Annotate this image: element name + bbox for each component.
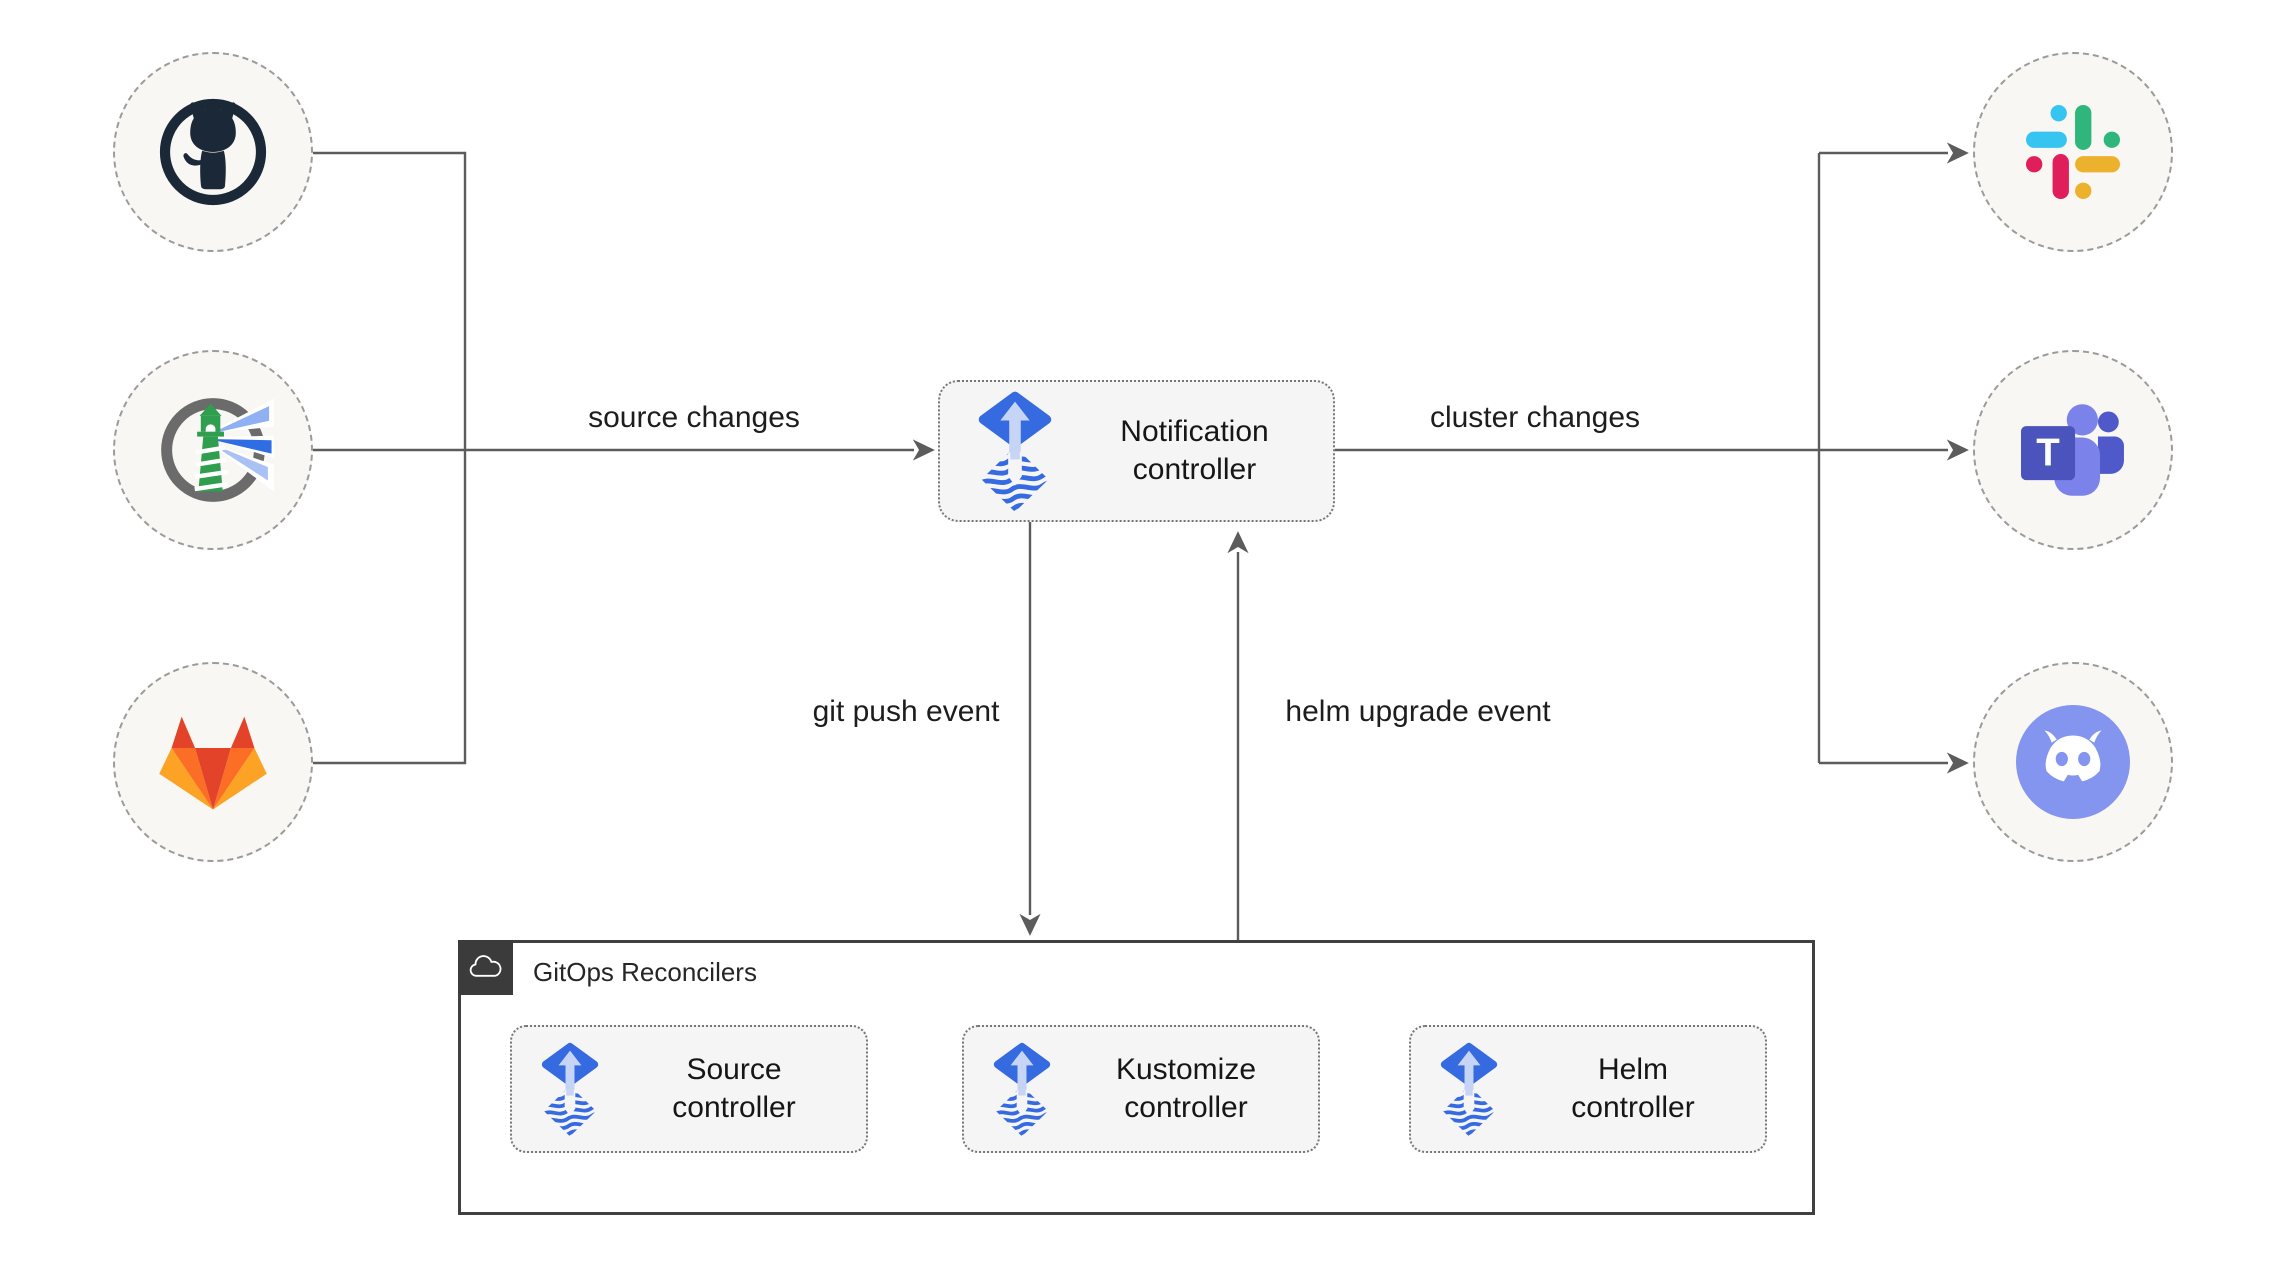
edge-label-git-push-event: git push event bbox=[812, 695, 1000, 728]
slack-icon bbox=[2026, 105, 2120, 199]
cloud-icon bbox=[468, 955, 504, 981]
edge-label-cluster-changes: cluster changes bbox=[1429, 401, 1641, 434]
node-helm-controller: Helm controller bbox=[1409, 1025, 1767, 1153]
node-discord bbox=[1973, 662, 2173, 862]
node-teams bbox=[1973, 350, 2173, 550]
flux-icon bbox=[1437, 1040, 1501, 1138]
teams-icon bbox=[2021, 402, 2125, 498]
helm-controller-label: Helm controller bbox=[1571, 1053, 1695, 1124]
harbor-icon bbox=[152, 389, 274, 511]
source-controller-label: Source controller bbox=[672, 1053, 796, 1124]
kustomize-controller-label: Kustomize controller bbox=[1115, 1053, 1257, 1124]
discord-icon bbox=[2016, 705, 2130, 819]
gitlab-icon bbox=[157, 711, 269, 814]
node-source-controller: Source controller bbox=[510, 1025, 868, 1153]
gitops-group-title: GitOps Reconcilers bbox=[533, 957, 757, 987]
node-github bbox=[113, 52, 313, 252]
node-gitlab bbox=[113, 662, 313, 862]
node-harbor bbox=[113, 350, 313, 550]
github-icon bbox=[153, 92, 273, 212]
notification-controller-label: Notification controller bbox=[1120, 415, 1269, 486]
flux-icon bbox=[990, 1040, 1054, 1138]
edge-sources-junction bbox=[313, 151, 467, 765]
gitops-badge bbox=[458, 940, 513, 995]
edge-label-helm-upgrade-event: helm upgrade event bbox=[1285, 695, 1551, 728]
edge-label-source-changes: source changes bbox=[588, 401, 800, 434]
node-notification-controller: Notification controller bbox=[938, 380, 1335, 522]
flux-icon bbox=[538, 1040, 602, 1138]
node-kustomize-controller: Kustomize controller bbox=[962, 1025, 1320, 1153]
flux-icon bbox=[974, 388, 1056, 514]
node-slack bbox=[1973, 52, 2173, 252]
